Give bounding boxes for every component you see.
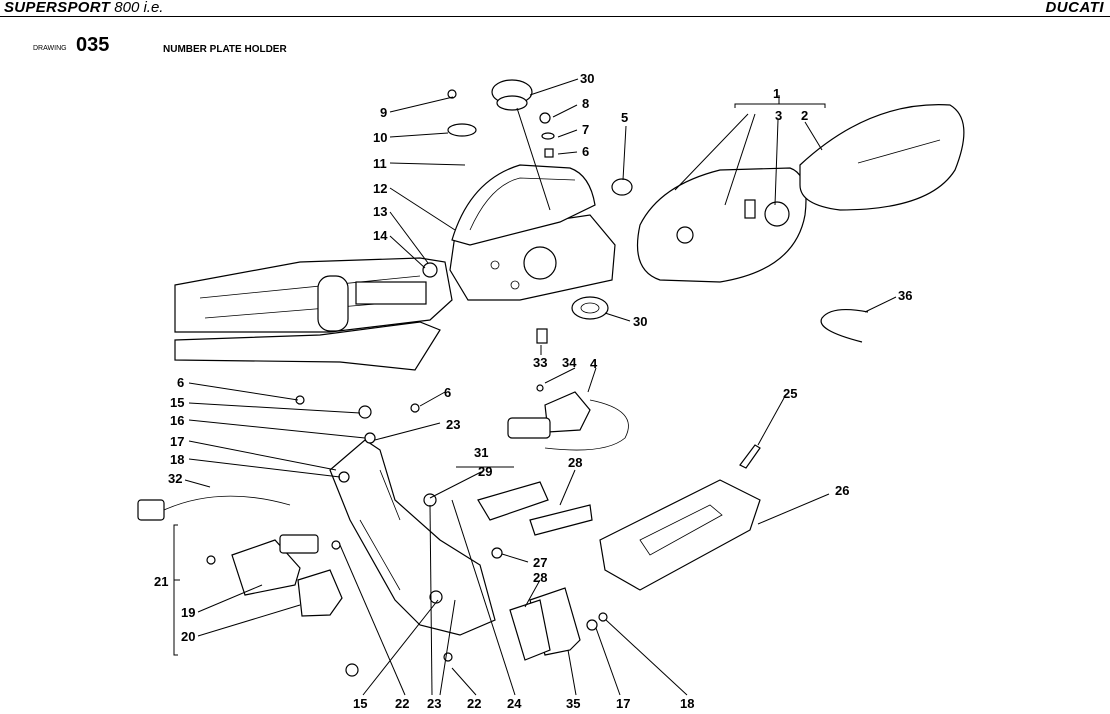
callout-10: 10 (373, 130, 387, 145)
small-fasteners (206, 89, 608, 677)
plate-bracket-35 (509, 587, 581, 661)
wire-grommet-30-top (491, 79, 533, 111)
callout-22-a: 22 (395, 696, 409, 711)
bolt-25 (739, 444, 761, 469)
callout-numbers: 1 2 3 4 5 6 6 6 7 8 9 10 11 12 13 14 15 … (154, 71, 912, 711)
callout-23-a: 23 (446, 417, 460, 432)
callout-23-b: 23 (427, 696, 441, 711)
callout-21: 21 (154, 574, 168, 589)
callout-25: 25 (783, 386, 797, 401)
callout-16: 16 (170, 413, 184, 428)
drawing-label: DRAWING (33, 45, 67, 52)
callout-3: 3 (775, 108, 782, 123)
callout-12: 12 (373, 181, 387, 196)
callout-30-a: 30 (580, 71, 594, 86)
number-plate-bracket (329, 439, 496, 636)
callout-13: 13 (373, 204, 387, 219)
callout-19: 19 (181, 605, 195, 620)
callout-34: 34 (562, 355, 577, 370)
callout-9: 9 (380, 105, 387, 120)
harness-connector-32 (137, 495, 291, 521)
callout-7: 7 (582, 122, 589, 137)
callout-29: 29 (478, 464, 492, 479)
model-name-bold: SUPERSPORT (4, 0, 111, 16)
callout-6-a: 6 (582, 144, 589, 159)
callout-22-b: 22 (467, 696, 481, 711)
frame-subframe (174, 257, 453, 371)
rear-turn-signal-left (231, 534, 343, 617)
tail-light-assembly (636, 104, 965, 283)
header-rule (0, 16, 1110, 17)
callout-36: 36 (898, 288, 912, 303)
drawing-title: NUMBER PLATE HOLDER (163, 44, 287, 55)
callout-24: 24 (507, 696, 522, 711)
number-plate-26 (599, 479, 761, 591)
drawing-number: 035 (76, 34, 110, 56)
callout-35: 35 (566, 696, 580, 711)
model-name-rest: 800 i.e. (110, 0, 164, 16)
tail-cowl (451, 164, 596, 246)
callout-32: 32 (168, 471, 182, 486)
reflector-28-upper (529, 504, 593, 536)
rear-turn-signal-right (507, 391, 629, 451)
ring-nut-30-bottom (571, 296, 609, 320)
callout-28-b: 28 (533, 570, 547, 585)
callout-6-c: 6 (444, 385, 451, 400)
callout-33: 33 (533, 355, 547, 370)
callout-4: 4 (590, 356, 598, 371)
cable-tie-36 (820, 308, 869, 343)
reflector-29 (477, 481, 549, 521)
model-name: SUPERSPORT 800 i.e. (4, 0, 163, 16)
callout-6-b: 6 (177, 375, 184, 390)
callout-20: 20 (181, 629, 195, 644)
callout-28-a: 28 (568, 455, 582, 470)
callout-14: 14 (373, 228, 388, 243)
callout-30-b: 30 (633, 314, 647, 329)
callout-26: 26 (835, 483, 849, 498)
callout-8: 8 (582, 96, 589, 111)
callout-1: 1 (773, 86, 780, 101)
callout-17-a: 17 (170, 434, 184, 449)
brand-name: DUCATI (1045, 0, 1104, 16)
callout-5: 5 (621, 110, 628, 125)
callout-31: 31 (474, 445, 488, 460)
callout-18-b: 18 (680, 696, 694, 711)
callout-15-b: 15 (353, 696, 367, 711)
callout-18-a: 18 (170, 452, 184, 467)
callout-17-b: 17 (616, 696, 630, 711)
grommet-5 (611, 178, 633, 196)
callout-11: 11 (373, 156, 387, 171)
callout-2: 2 (801, 108, 808, 123)
callout-27: 27 (533, 555, 547, 570)
callout-15-a: 15 (170, 395, 184, 410)
leader-lines (173, 78, 897, 696)
